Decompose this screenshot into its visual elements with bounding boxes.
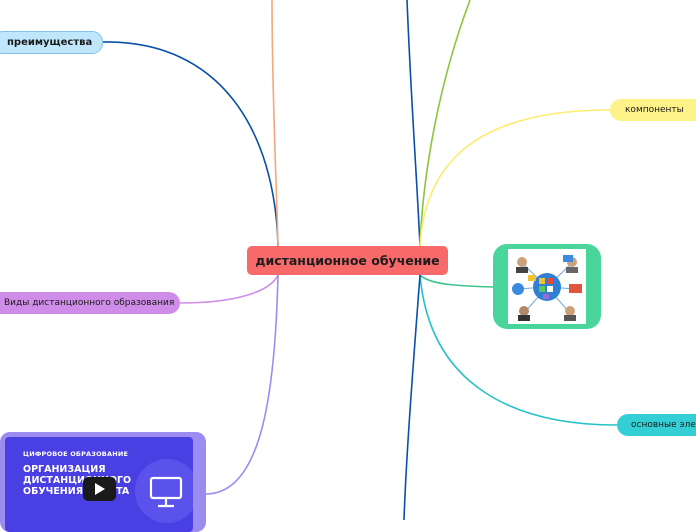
video-kicker: ЦИФРОВОЕ ОБРАЗОВАНИЕ <box>23 450 129 458</box>
topic-types-label: Виды дистанционного образования <box>4 298 175 308</box>
topic-video[interactable]: ЦИФРОВОЕ ОБРАЗОВАНИЕ ОРГАНИЗАЦИЯ ДИСТАНЦ… <box>0 432 206 532</box>
topic-elements[interactable]: основные элем <box>617 414 696 436</box>
play-icon <box>94 480 105 499</box>
link-bottom-navy <box>403 274 421 520</box>
link-top-green <box>419 0 471 247</box>
link-components <box>419 109 611 247</box>
topic-components-label: компоненты <box>625 105 684 115</box>
monitor-bubble <box>135 459 193 523</box>
link-elements <box>419 274 618 426</box>
play-button[interactable] <box>83 477 116 501</box>
video-thumbnail: ЦИФРОВОЕ ОБРАЗОВАНИЕ ОРГАНИЗАЦИЯ ДИСТАНЦ… <box>5 437 193 532</box>
link-top-orange <box>271 0 279 247</box>
link-top-navy <box>406 0 421 247</box>
network-people-icon <box>508 249 586 324</box>
topic-advantages-label: преимущества <box>7 37 93 48</box>
central-topic-label: дистанционное обучение <box>255 253 440 268</box>
link-types <box>179 274 279 304</box>
link-image <box>419 274 494 288</box>
link-video <box>205 274 279 495</box>
topic-image[interactable] <box>493 244 601 329</box>
video-headline: ОРГАНИЗАЦИЯ ДИСТАНЦИОННОГО ОБУЧЕНИЯ С LE… <box>23 464 132 497</box>
link-advantages <box>102 41 279 247</box>
central-topic[interactable]: дистанционное обучение <box>247 246 448 275</box>
connector-lines <box>102 0 618 520</box>
topic-components[interactable]: компоненты <box>610 99 696 121</box>
topic-advantages[interactable]: преимущества <box>0 31 103 54</box>
topic-types[interactable]: Виды дистанционного образования <box>0 292 180 314</box>
topic-elements-label: основные элем <box>631 420 696 430</box>
monitor-icon <box>148 475 184 513</box>
